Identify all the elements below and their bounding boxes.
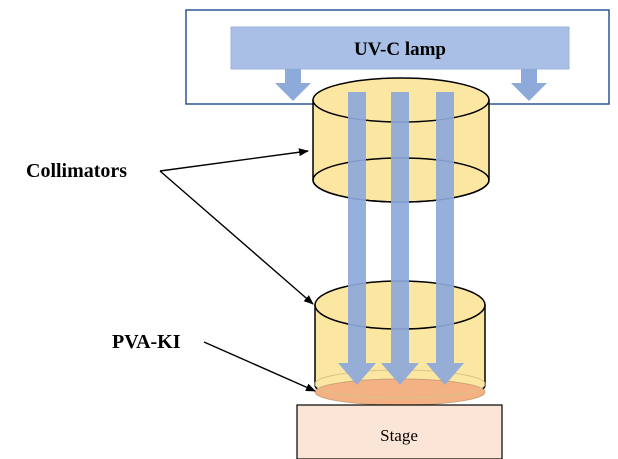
pva-ki-callout: PVA-KI	[112, 331, 316, 392]
stage-label: Stage	[380, 426, 418, 445]
pva-ki-arrow	[203, 341, 316, 392]
pva-ki-label: PVA-KI	[112, 331, 181, 353]
lamp-bar	[230, 26, 570, 70]
collimators-arrow-lower	[159, 170, 314, 305]
uv-beam-right	[426, 92, 464, 385]
lamp-label: UV-C lamp	[354, 39, 446, 60]
lamp-down-arrow-left	[275, 69, 311, 101]
uv-beam-left	[338, 92, 376, 385]
collimators-label: Collimators	[26, 160, 127, 182]
stage-block	[296, 404, 503, 459]
stage: Stage	[296, 404, 503, 459]
collimators-callout: Collimators	[26, 148, 314, 305]
lamp-down-arrow-right	[511, 69, 547, 101]
uv-beam-middle	[381, 92, 419, 385]
collimators-arrow-upper	[159, 148, 309, 172]
uv-beams	[338, 92, 464, 385]
